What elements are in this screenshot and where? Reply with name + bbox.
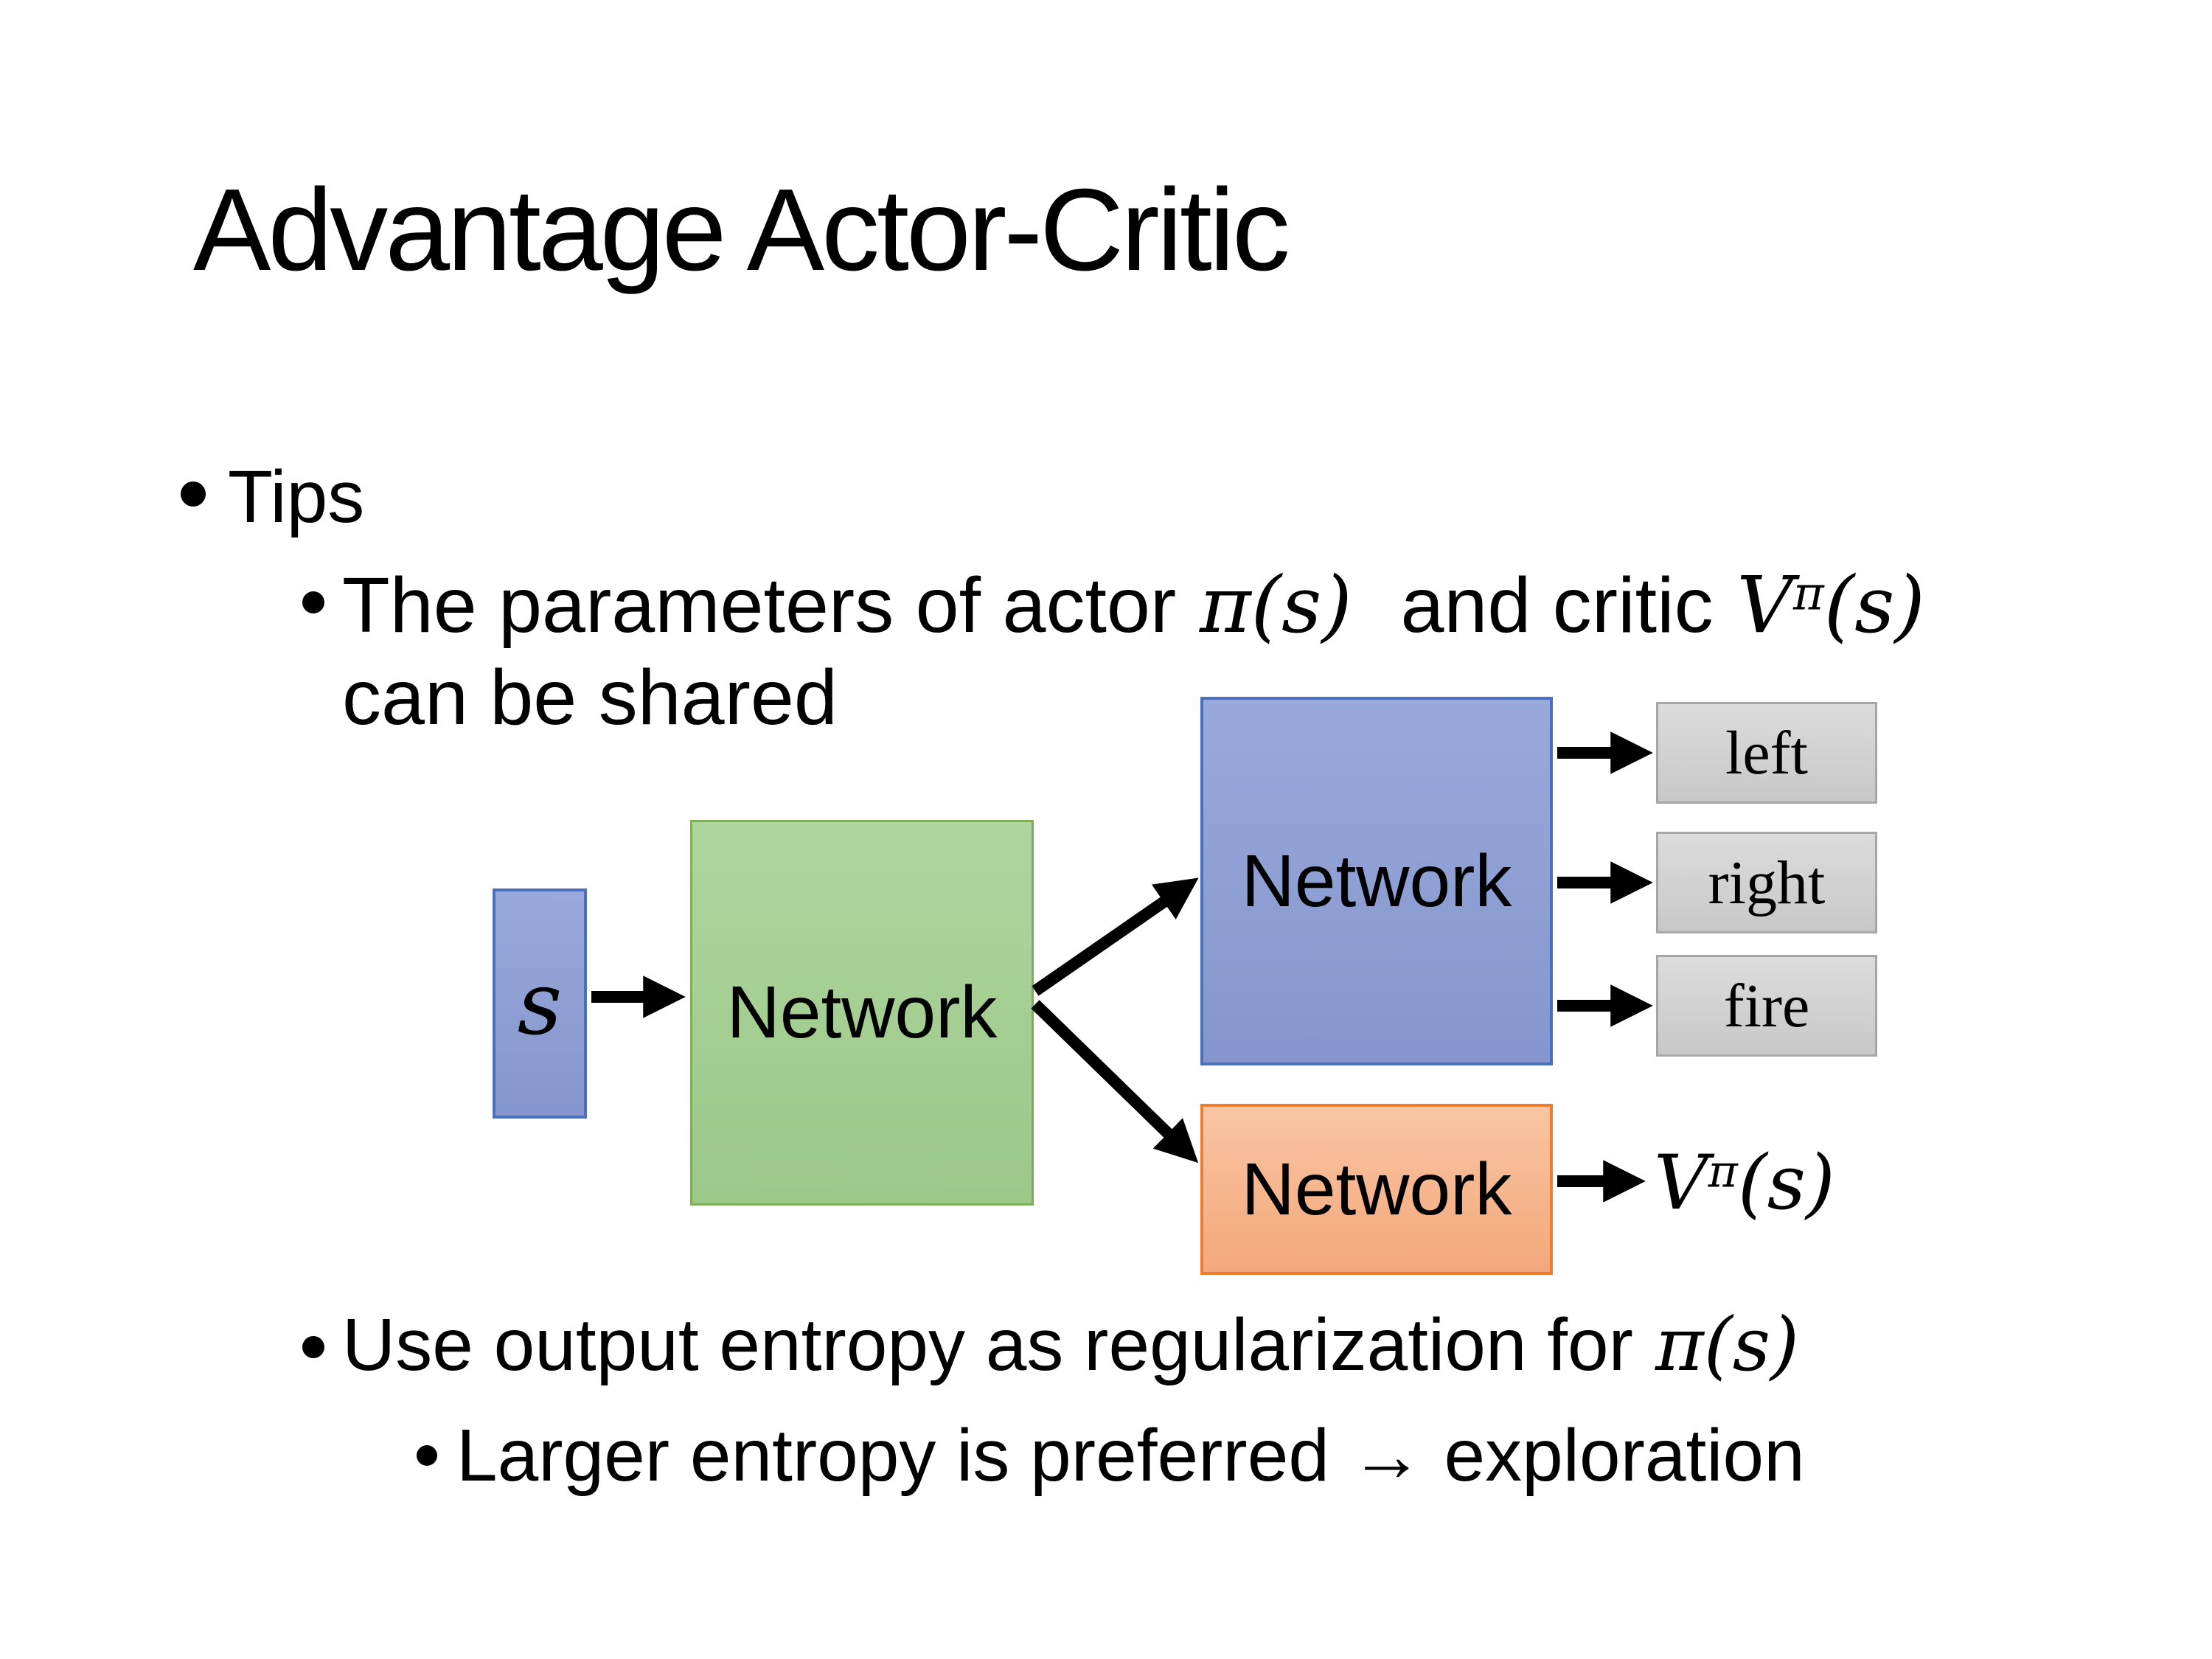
arrow-shared-to-critic xyxy=(1031,1000,1199,1164)
bullet-dot xyxy=(181,481,206,507)
math-v-pi-s: Vπ(s) xyxy=(1736,560,1924,650)
bullet-tips: Tips xyxy=(181,456,364,538)
state-input-box: s xyxy=(493,888,587,1119)
action-fire-label: fire xyxy=(1723,971,1810,1040)
shared-network-box: Network xyxy=(690,820,1034,1206)
action-fire-box: fire xyxy=(1656,955,1877,1057)
value-output-label: Vπ(s) xyxy=(1654,1139,1835,1227)
text-mid: and critic xyxy=(1400,562,1714,649)
value-base: V xyxy=(1654,1139,1708,1227)
action-right-box: right xyxy=(1656,832,1877,933)
math-pi-s: π(s) xyxy=(1199,560,1352,650)
actor-network-label: Network xyxy=(1241,839,1512,922)
page-title: Advantage Actor-Critic xyxy=(193,165,1290,295)
bullet-dot xyxy=(302,591,324,613)
actor-network-box: Network xyxy=(1200,697,1553,1065)
math-v-sup: π xyxy=(1792,566,1824,621)
action-left-label: left xyxy=(1725,718,1808,787)
bullet-entropy-reg: Use output entropy as regularization for… xyxy=(302,1304,1799,1386)
bullet-larger-entropy-text: Larger entropy is preferred → exploratio… xyxy=(456,1414,1805,1497)
critic-network-label: Network xyxy=(1241,1147,1512,1231)
action-right-label: right xyxy=(1708,848,1826,917)
critic-network-box: Network xyxy=(1200,1104,1553,1275)
math-pi-s: π(s) xyxy=(1655,1301,1800,1388)
value-sup: π xyxy=(1708,1145,1738,1198)
bullet-shared-params-line2: can be shared xyxy=(342,654,838,742)
text-pre: Use output entropy as regularization for xyxy=(342,1304,1633,1386)
bullet-shared-params: The parameters of actor π(s) and critic Vπ(… xyxy=(302,559,1925,744)
bullet-tips-label: Tips xyxy=(228,456,365,538)
math-v-args: (s) xyxy=(1823,560,1925,650)
bullet-larger-entropy: Larger entropy is preferred → exploratio… xyxy=(417,1414,1805,1497)
math-v-base: V xyxy=(1736,560,1793,650)
value-args: (s) xyxy=(1737,1139,1835,1227)
bullet-shared-params-line1: The parameters of actor π(s) and critic Vπ(… xyxy=(342,559,1925,652)
state-input-label: s xyxy=(517,953,563,1054)
arrow-shared-to-actor xyxy=(1032,877,1199,996)
action-left-box: left xyxy=(1656,702,1877,804)
text-pre: The parameters of actor xyxy=(342,562,1177,649)
shared-network-label: Network xyxy=(726,971,998,1054)
bullet-dot xyxy=(417,1445,437,1466)
bullet-dot xyxy=(302,1336,324,1358)
bullet-entropy-reg-text: Use output entropy as regularization for… xyxy=(342,1301,1800,1388)
bullet-shared-params-text: The parameters of actor π(s) and critic Vπ(… xyxy=(342,559,1925,744)
